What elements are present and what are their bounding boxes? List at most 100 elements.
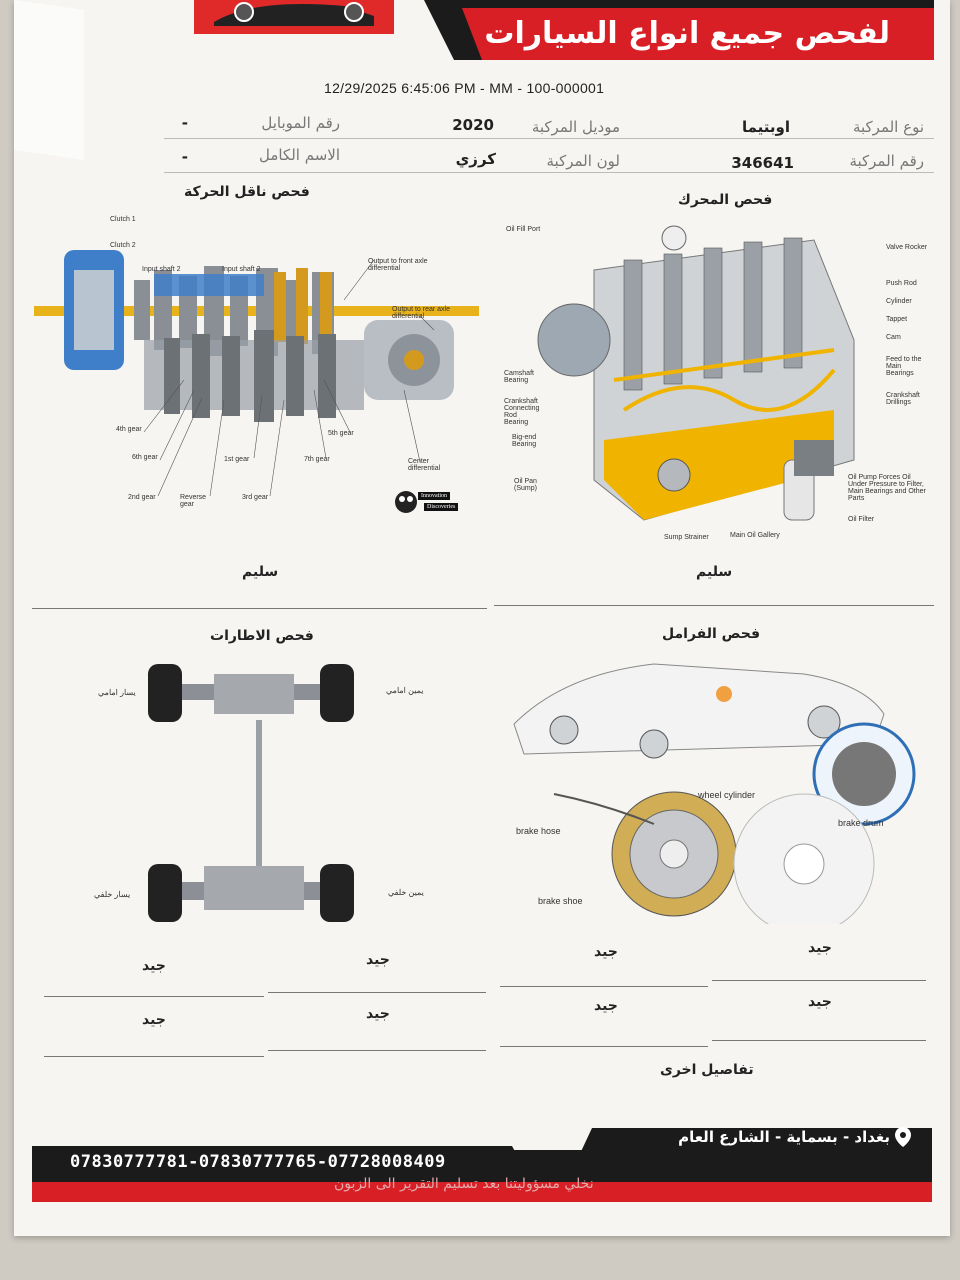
engine-label-push-rod: Push Rod [886,280,917,287]
footer-phones: 07830777781-07830777765-07728008409 [70,1152,446,1172]
vehicle-model-value-wrap: 2020 [452,116,494,134]
plate-value: 346641 [731,154,794,172]
gearbox-label-5th: 5th gear [328,430,354,437]
brake-label-drum: brake drum [838,818,884,828]
divider-mid-left [32,608,487,609]
gearbox-label-1st: 1st gear [224,456,250,463]
brand-discoveries: Discoveries [424,503,459,511]
fullname-value-wrap: - [182,148,188,166]
other-details-title: تفاصيل اخرى [660,1062,754,1078]
vehicle-type-field: نوع المركبة [853,118,924,136]
brakes-result-2: جيد [808,940,832,956]
brake-label-shoe: brake shoe [538,896,583,906]
gearbox-label-clutch1: Clutch 1 [110,216,136,223]
color-value-wrap: كرزي [456,150,496,168]
gearbox-label-7th: 7th gear [304,456,330,463]
tires-section-title: فحص الاطارات [210,628,314,644]
gearbox-section-title: فحص ناقل الحركة [184,184,310,200]
plate-label: رقم المركبة [849,152,924,170]
brakes-section-title: فحص الفرامل [662,626,761,642]
engine-label-oil-filter: Oil Filter [848,516,875,523]
gearbox-label-clutch2: Clutch 2 [110,242,136,249]
vehicle-model-value: 2020 [452,116,494,134]
car-logo-icon [194,0,394,34]
divider-grid-g [500,1046,708,1047]
divider-grid-f [268,1050,486,1051]
color-field: لون المركبة [547,152,621,170]
plate-field: رقم المركبة [849,152,924,170]
brakes-diagram [513,663,916,924]
brakes-result-3: جيد [594,998,618,1014]
engine-label-oil-fill: Oil Fill Port [506,226,541,233]
fullname-field: الاسم الكامل [259,146,340,164]
brake-label-hose: brake hose [516,826,561,836]
engine-label-cylinder: Cylinder [886,298,912,305]
owl-logo-icon [395,491,417,513]
engine-label-feed: Feed to the Main Bearings [886,356,922,377]
mobile-label: رقم الموبايل [261,114,340,132]
divider-grid-h [712,1040,926,1041]
tires-result-3: جيد [142,1012,166,1028]
header-banner [424,0,934,60]
color-label: لون المركبة [546,152,621,170]
header-title: لفحص جميع انواع السيارات [484,16,890,51]
engine-label-crank-conn: Crankshaft Connecting Rod Bearing [504,398,540,426]
divider-mid-right [494,605,934,606]
vehicle-type-value: اوبتيما [741,118,790,136]
tires-result-2: جيد [366,952,390,968]
gearbox-result: سليم [242,564,279,580]
inspection-sheet: لفحص جميع انواع السيارات 12/29/2025 6:45… [14,0,950,1236]
mobile-value-wrap: - [182,114,188,132]
footer-address: بغداد - بسماية - الشارع العام [678,1128,890,1146]
gearbox-label-4th: 4th gear [116,426,142,433]
brand-innovation: Innovation [418,492,450,500]
vehicle-model-field: موديل المركبة [532,118,620,136]
plate-value-wrap: 346641 [731,154,794,172]
divider-grid-e [44,1056,264,1057]
footer-disclaimer: نخلي مسؤوليتنا بعد تسليم التقرير الى الز… [334,1176,594,1192]
engine-result: سليم [696,564,733,580]
engine-label-sump-strainer: Sump Strainer [664,534,709,541]
mobile-value: - [181,114,188,132]
brakes-result-4: جيد [808,994,832,1010]
vehicle-type-label: نوع المركبة [852,118,924,136]
engine-label-big-end: Big-end Bearing [512,434,537,448]
mobile-field: رقم الموبايل [261,114,340,132]
engine-label-crank-drill: Crankshaft Drillings [886,392,920,406]
gearbox-label-6th: 6th gear [132,454,158,461]
gearbox-label-out-front: Output to front axle differential [368,258,428,272]
tires-result-1: جيد [142,958,166,974]
gearbox-label-out-rear: Output to rear axle differential [392,306,450,320]
vehicle-type-value-wrap: اوبتيما [742,118,790,136]
engine-label-cam-bearing: Camshaft Bearing [504,370,534,384]
engine-label-main-gallery: Main Oil Gallery [730,532,780,539]
gearbox-label-input1: Input shaft 2 [142,266,181,273]
engine-label-tappet: Tappet [886,316,908,323]
brake-label-wheel-cylinder: wheel cylinder [698,790,756,800]
tire-label-rear-left: يسار خلفي [94,890,131,899]
divider-grid-d [712,980,926,981]
tire-label-rear-right: يمين خلفي [388,888,424,897]
color-value: كرزي [455,150,496,168]
engine-label-valve-rocker: Valve Rocker [886,244,928,251]
divider-info-2 [164,172,934,173]
tire-label-front-left: يسار امامي [98,688,136,697]
folded-page-corner [14,0,84,160]
gearbox-label-input2: Input shaft 2 [222,266,261,273]
divider-grid-c [500,986,708,987]
divider-grid-a [44,996,264,997]
divider-grid-b [268,992,486,993]
engine-label-oil-pan: Oil Pan (Sump) [514,478,537,492]
fullname-label: الاسم الكامل [258,146,340,164]
report-meta-line: 12/29/2025 6:45:06 PM - MM - 100-000001 [324,80,605,96]
engine-diagram [537,225,855,521]
divider-info-1 [164,138,934,139]
engine-section-title: فحص المحرك [678,192,773,208]
vehicle-model-label: موديل المركبة [531,118,620,136]
tire-label-front-right: يمين امامي [386,686,424,695]
tires-result-4: جيد [366,1006,390,1022]
gearbox-label-reverse: Reverse gear [180,494,207,508]
location-pin-icon [895,1127,911,1147]
engine-label-cam: Cam [886,334,901,341]
footer-bar [32,1128,932,1202]
